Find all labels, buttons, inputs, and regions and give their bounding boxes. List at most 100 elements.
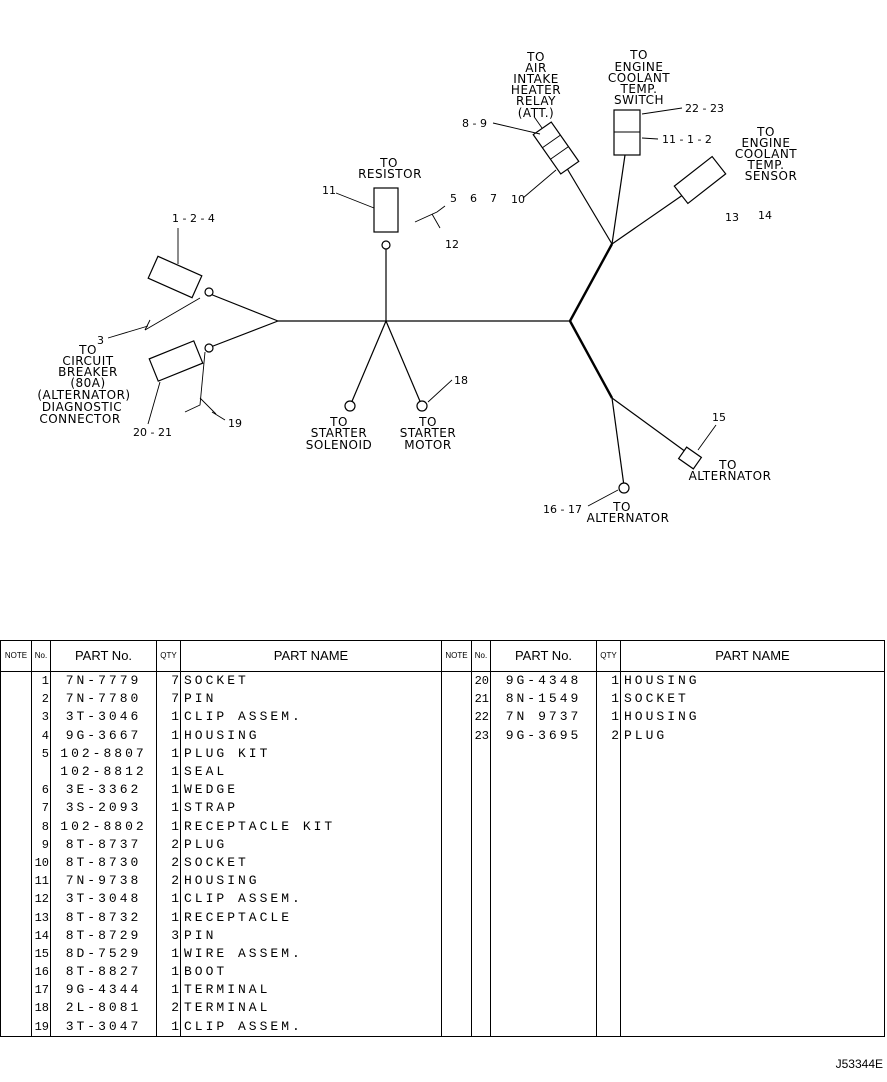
cell-note (0, 853, 32, 873)
cell-no: 19 (31, 1017, 51, 1037)
cell-no (471, 799, 491, 818)
label-air-intake: TO AIR INTAKE HEATER RELAY (ATT.) (511, 50, 561, 120)
cell-note (0, 944, 32, 963)
label-starter-solenoid: TO STARTER SOLENOID (306, 415, 372, 452)
cell-qty: 1 (156, 908, 181, 927)
svg-text:ENGINE: ENGINE (615, 60, 664, 74)
col-part-no: PART No. (50, 640, 157, 672)
label-coolant-sensor: TO ENGINE COOLANT TEMP. SENSOR (735, 125, 797, 183)
cell-no (471, 762, 491, 782)
cell-name: SEAL (180, 762, 442, 782)
cell-part-no (490, 817, 597, 836)
wiring-harness-diagram: TO AIR INTAKE HEATER RELAY (ATT.) TO ENG… (37, 48, 797, 525)
cell-part-no (490, 999, 597, 1018)
col-note-right: NOTE (441, 640, 472, 672)
cell-no: 23 (471, 726, 491, 745)
svg-text:CIRCUIT: CIRCUIT (62, 354, 113, 368)
cell-part-no: 3S-2093 (50, 799, 157, 818)
cell-part-no: 102-8802 (50, 817, 157, 836)
cell-no: 1 (31, 671, 51, 691)
cell-no (471, 853, 491, 873)
cell-no: 16 (31, 963, 51, 982)
cell-part-no: 3T-3048 (50, 890, 157, 909)
cell-part-no: 7N-7779 (50, 671, 157, 691)
callout-6: 6 (470, 192, 477, 205)
cell-part-no (490, 1017, 597, 1037)
svg-text:TO: TO (718, 458, 737, 472)
cell-note (0, 690, 32, 709)
cell-no: 6 (31, 781, 51, 800)
cell-note (441, 981, 472, 1000)
cell-note (441, 817, 472, 836)
cell-note (0, 762, 32, 782)
cell-qty (596, 853, 621, 873)
svg-text:TO: TO (329, 415, 348, 429)
callout-13: 13 (725, 211, 739, 224)
callout-numbers: 8 - 9 10 22 - 23 11 - 1 - 2 13 14 11 5 6… (97, 102, 772, 516)
cell-note (441, 999, 472, 1018)
cell-name (620, 853, 885, 873)
svg-text:ENGINE: ENGINE (742, 136, 791, 150)
callout-3: 3 (97, 334, 104, 347)
svg-text:RELAY: RELAY (516, 94, 556, 108)
cell-qty: 1 (596, 708, 621, 727)
svg-text:STARTER: STARTER (400, 426, 456, 440)
cell-no: 8 (31, 817, 51, 836)
col-no: No. (31, 640, 51, 672)
svg-text:TO: TO (78, 343, 97, 357)
cell-qty (596, 908, 621, 927)
cell-qty: 2 (156, 999, 181, 1018)
cell-note (0, 999, 32, 1018)
cell-qty (596, 744, 621, 763)
cell-name (620, 981, 885, 1000)
cell-part-no: 102-8812 (50, 762, 157, 782)
cell-no: 7 (31, 799, 51, 818)
cell-name (620, 908, 885, 927)
cell-part-no (490, 908, 597, 927)
cell-note (0, 799, 32, 818)
cell-name: PLUG KIT (180, 744, 442, 763)
svg-text:TO: TO (379, 156, 398, 170)
cell-part-no: 8D-7529 (50, 944, 157, 963)
cell-note (0, 963, 32, 982)
cell-part-no: 8T-8827 (50, 963, 157, 982)
svg-text:TEMP.: TEMP. (620, 82, 658, 96)
cell-part-no (490, 799, 597, 818)
col-part-no-right: PART No. (490, 640, 597, 672)
cell-no (471, 999, 491, 1018)
cell-part-no (490, 835, 597, 854)
svg-text:TO: TO (418, 415, 437, 429)
callout-7: 7 (490, 192, 497, 205)
harness-clips (144, 205, 446, 415)
resistor-connector (373, 187, 399, 250)
svg-text:(ALTERNATOR): (ALTERNATOR) (37, 388, 130, 402)
cell-no: 4 (31, 726, 51, 745)
cell-part-no: 7N-7780 (50, 690, 157, 709)
cell-qty: 2 (596, 726, 621, 745)
cell-no: 22 (471, 708, 491, 727)
cell-qty: 1 (156, 708, 181, 727)
cell-qty: 1 (596, 690, 621, 709)
cell-name (620, 835, 885, 854)
cell-qty: 2 (156, 872, 181, 891)
cell-part-no: 7N 9737 (490, 708, 597, 727)
cell-no: 9 (31, 835, 51, 854)
cell-no (471, 872, 491, 891)
harness-trunk (204, 149, 691, 487)
cell-qty (596, 781, 621, 800)
cell-no: 11 (31, 872, 51, 891)
cell-qty: 1 (156, 981, 181, 1000)
svg-text:TO: TO (526, 50, 545, 64)
cell-no: 12 (31, 890, 51, 909)
